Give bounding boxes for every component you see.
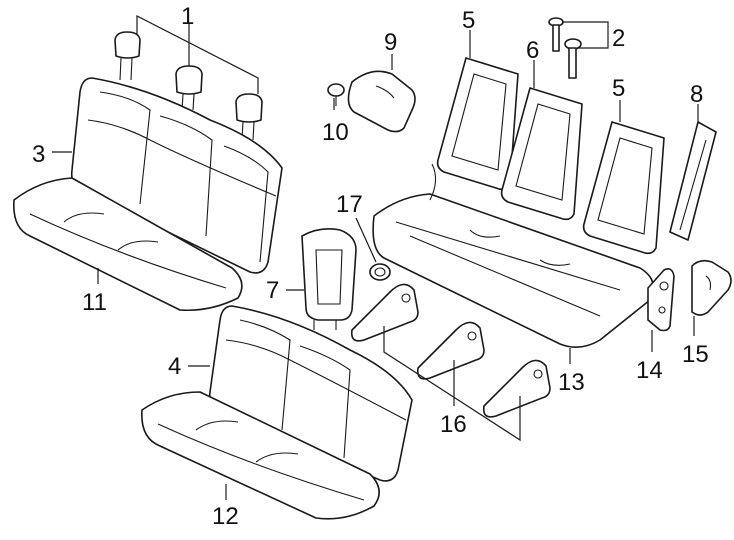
trim-strip[interactable] <box>669 121 717 241</box>
headrest-center[interactable] <box>175 65 203 111</box>
push-pin[interactable] <box>327 83 345 106</box>
latch-cover[interactable] <box>691 259 732 316</box>
cover-panel[interactable] <box>347 70 416 133</box>
hinge-bracket-3[interactable] <box>482 359 551 418</box>
headrest-left[interactable] <box>114 31 141 81</box>
callout-13: 13 <box>558 369 585 396</box>
side-bracket[interactable] <box>647 268 675 332</box>
callout-5-right: 5 <box>612 75 625 102</box>
callout-7: 7 <box>266 277 279 304</box>
lower-seat-cushion[interactable] <box>141 391 380 520</box>
callout-10: 10 <box>322 119 349 146</box>
callout-1: 1 <box>181 3 194 30</box>
callout-11: 11 <box>82 289 107 316</box>
hinge-bracket-1[interactable] <box>350 283 419 342</box>
callout-5-left: 5 <box>462 7 475 34</box>
back-frame-right[interactable] <box>582 121 665 255</box>
callout-labels: 1 2 3 4 5 5 6 7 8 9 10 11 12 13 14 15 16… <box>32 3 709 530</box>
callout-12: 12 <box>212 503 239 530</box>
callout-2: 2 <box>612 25 625 52</box>
lower-seat-back[interactable] <box>208 305 413 482</box>
callout-9: 9 <box>384 29 397 56</box>
side-back-panel[interactable] <box>301 228 357 330</box>
seat-base-frame[interactable] <box>372 163 655 348</box>
callout-4: 4 <box>168 353 181 380</box>
back-frame-center[interactable] <box>500 87 583 221</box>
upper-seat-cushion[interactable] <box>13 177 243 312</box>
callout-14: 14 <box>636 357 663 384</box>
callout-3: 3 <box>32 141 45 168</box>
callout-17: 17 <box>336 191 363 218</box>
callout-8: 8 <box>690 81 703 108</box>
upper-seat-back[interactable] <box>70 77 283 274</box>
callout-16: 16 <box>440 411 467 438</box>
callout-15: 15 <box>682 341 709 368</box>
bolt-short[interactable] <box>548 17 564 52</box>
back-frame-left[interactable] <box>436 57 519 191</box>
hinge-bracket-2[interactable] <box>416 321 485 380</box>
leader-lines <box>52 15 699 500</box>
bolt-long[interactable] <box>564 38 582 79</box>
headrest-right[interactable] <box>235 93 263 141</box>
callout-6: 6 <box>526 37 539 64</box>
trim-ring[interactable] <box>369 263 391 281</box>
